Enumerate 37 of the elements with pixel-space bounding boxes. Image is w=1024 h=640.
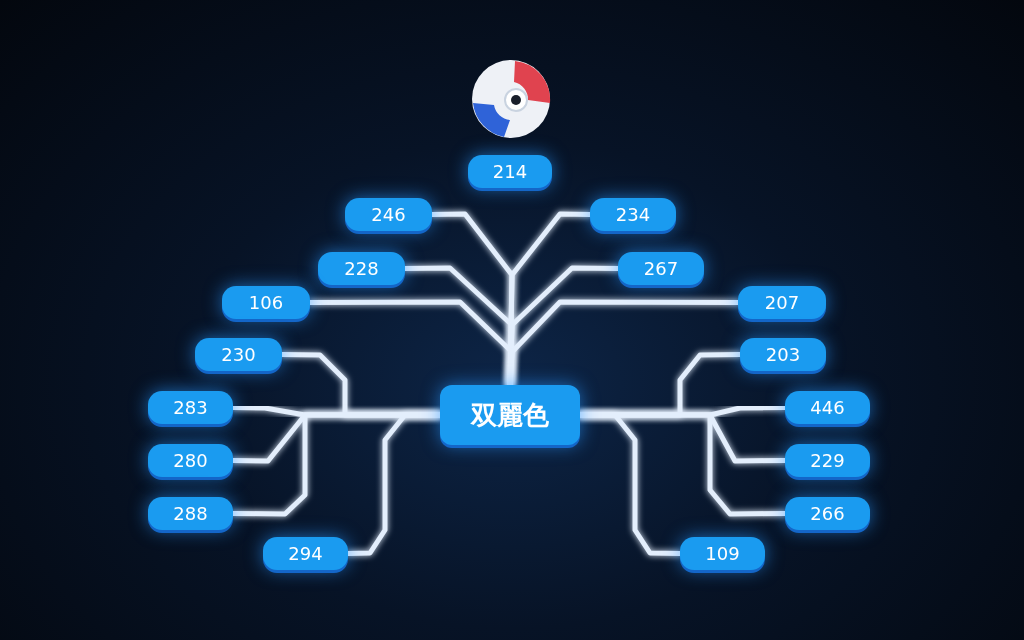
number-box <box>263 537 348 570</box>
node-text: 246 <box>371 204 406 225</box>
node-text: 106 <box>248 292 284 313</box>
number-box <box>468 155 552 188</box>
number-box <box>195 338 282 371</box>
node-text: 109 <box>705 543 740 564</box>
number-box <box>785 444 870 477</box>
node-text: 280 <box>173 450 208 471</box>
number-box <box>590 198 676 231</box>
number-box <box>785 497 870 530</box>
node-text: 446 <box>810 397 845 418</box>
node-text: 266 <box>810 503 845 524</box>
node-text: 283 <box>173 397 208 418</box>
node-text: 229 <box>810 450 845 471</box>
number-box <box>148 444 233 477</box>
node-text: 双麗色 <box>471 398 549 432</box>
number-box <box>345 198 432 231</box>
number-box <box>618 252 704 285</box>
node-text: 214 <box>492 161 528 182</box>
number-box <box>318 252 405 285</box>
connector-line <box>507 299 741 388</box>
number-box <box>738 286 826 319</box>
number-box <box>148 391 233 424</box>
number-box <box>148 497 233 530</box>
number-box <box>680 537 765 570</box>
number-box <box>740 338 826 371</box>
node-text: 207 <box>764 292 800 313</box>
node-text: 234 <box>615 204 651 225</box>
number-box <box>785 391 870 424</box>
node-text: 294 <box>288 543 323 564</box>
number-box <box>222 286 310 319</box>
node-text: 230 <box>221 344 256 365</box>
node-text: 267 <box>643 258 679 279</box>
central-topic-box <box>440 385 580 445</box>
node-text: 203 <box>765 344 801 365</box>
node-text: 288 <box>173 503 208 524</box>
node-text: 228 <box>344 258 379 279</box>
